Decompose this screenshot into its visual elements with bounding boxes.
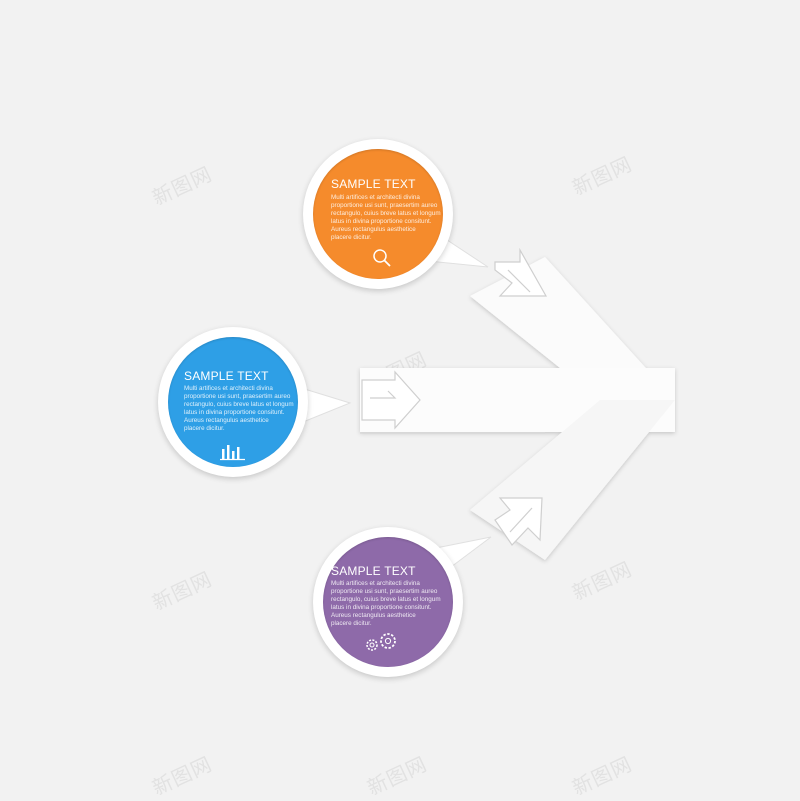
search-icon — [373, 249, 391, 267]
bubble-top-title: SAMPLE TEXT — [331, 177, 416, 191]
bubble-bottom-body: Multi artifices et architecti divina pro… — [331, 580, 441, 628]
bubble-top: SAMPLE TEXT Multi artifices et architect… — [303, 139, 489, 289]
bubble-middle-circle — [168, 337, 298, 467]
bubble-middle: SAMPLE TEXT Multi artifices et architect… — [158, 327, 358, 477]
bubble-bottom-circle — [323, 537, 453, 667]
bubble-bottom-title: SAMPLE TEXT — [331, 564, 416, 578]
bubble-top-body: Multi artifices et architecti divina pro… — [331, 194, 441, 242]
bubble-middle-body: Multi artifices et architecti divina pro… — [184, 385, 294, 433]
shaft-chevron-icon — [361, 370, 421, 430]
bar-chart-icon — [220, 445, 245, 461]
bubble-bottom: SAMPLE TEXT Multi artifices et architect… — [313, 527, 493, 677]
bubble-middle-title: SAMPLE TEXT — [184, 369, 269, 383]
bubble-top-circle — [313, 149, 443, 279]
lower-chevron-icon — [494, 497, 543, 546]
gears-icon — [366, 633, 396, 651]
upper-chevron-icon — [494, 247, 548, 297]
